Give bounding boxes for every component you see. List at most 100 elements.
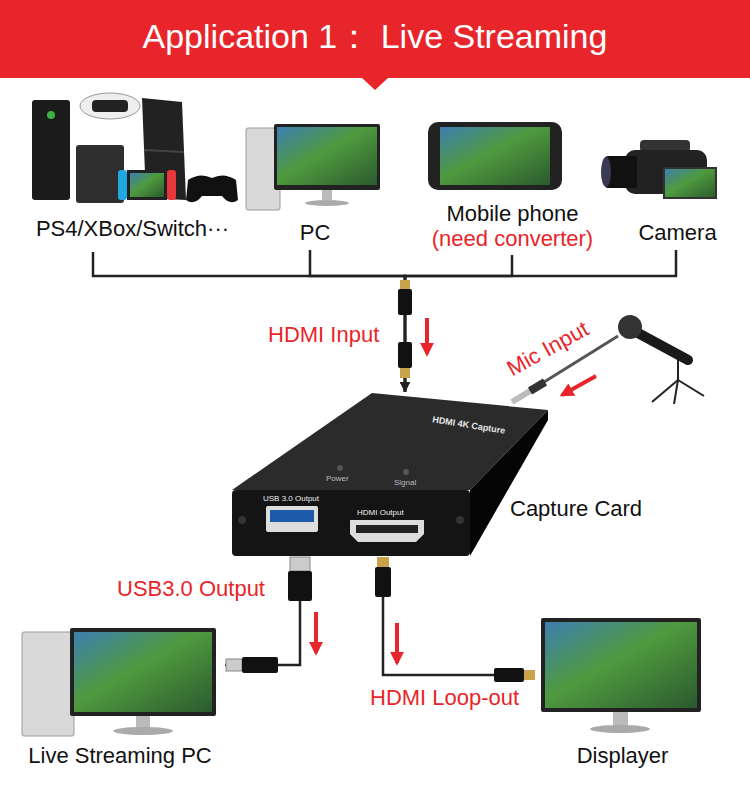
usb-plug — [226, 557, 312, 673]
device-node: PC — [245, 115, 385, 250]
console-group — [32, 93, 238, 203]
pc-illustration — [305, 200, 349, 206]
microphone — [618, 315, 642, 339]
device-node: Camera — [620, 130, 735, 250]
cable-connector — [405, 250, 676, 392]
console-group — [118, 170, 127, 200]
device-label: Camera — [638, 220, 716, 245]
device-label: PS4/XBox/Switch··· — [36, 216, 229, 241]
pc-illustration — [322, 190, 332, 200]
device-node: PS4/XBox/Switch··· — [20, 92, 245, 252]
pc-illustration — [246, 124, 380, 210]
streaming-pc-illustration — [70, 628, 216, 716]
port-label: Mic Input — [502, 316, 592, 381]
edge-label: HDMI Loop-out — [370, 685, 519, 710]
phone-illustration — [428, 122, 562, 190]
console-group — [130, 173, 164, 197]
port-label: HDMI Input — [268, 322, 379, 347]
console-group — [167, 170, 176, 200]
capture-card-device — [456, 516, 464, 524]
device-label: Displayer — [577, 743, 669, 768]
capture-card-device — [238, 516, 246, 524]
device-label: Mobile phone — [446, 201, 578, 226]
title-bar — [362, 78, 388, 90]
title-bar — [0, 0, 750, 78]
port-print: HDMI Output — [357, 508, 404, 517]
hdmi-plug — [400, 368, 410, 378]
hdmi-plug — [398, 342, 412, 368]
capture-card-device — [350, 520, 424, 542]
pc-illustration — [274, 124, 380, 190]
camera-illustration — [601, 140, 716, 198]
hdmi-plug — [494, 668, 524, 682]
capture-card-device — [266, 506, 318, 532]
capture-card-device — [403, 469, 409, 475]
port-print: USB 3.0 Output — [263, 494, 319, 503]
monitor-illustration — [613, 712, 628, 726]
hdmi-plug — [400, 280, 410, 289]
cable-connector — [93, 252, 405, 392]
device-label: Capture Card — [510, 496, 642, 521]
capture-card-device — [270, 510, 314, 522]
led-label: Signal — [394, 478, 416, 487]
monitor-illustration — [541, 618, 701, 733]
device-node: Mobile phone(need converter) — [405, 115, 620, 255]
phone-illustration — [428, 122, 562, 190]
device-node: Displayer — [535, 615, 710, 780]
monitor-illustration — [590, 725, 650, 733]
hdmi-plug — [398, 280, 412, 378]
device-node: Live Streaming PC — [15, 620, 225, 780]
device-label: (need converter) — [432, 226, 593, 251]
monitor-illustration — [541, 618, 701, 712]
usb-plug — [242, 657, 278, 673]
usb-plug — [290, 557, 310, 571]
direction-arrow — [562, 376, 596, 395]
console-group — [32, 100, 70, 200]
usb-plug — [226, 659, 242, 671]
direction-arrow — [314, 612, 318, 653]
camera-illustration — [664, 168, 716, 198]
camera-illustration — [601, 157, 611, 187]
capture-card-device — [337, 465, 343, 471]
device-label: Live Streaming PC — [28, 743, 211, 768]
console-group — [127, 170, 167, 200]
microphone — [638, 333, 688, 360]
direction-arrow — [425, 318, 429, 354]
cable-connector — [310, 250, 405, 392]
streaming-pc-illustration — [74, 632, 212, 712]
capture-card-device — [232, 393, 548, 556]
hdmi-plug — [375, 557, 535, 682]
edge-label: USB3.0 Output — [117, 576, 265, 601]
cable-connector — [383, 557, 535, 675]
console-group — [92, 100, 128, 112]
streaming-pc-illustration — [22, 628, 216, 736]
console-group — [47, 111, 55, 119]
device-label: PC — [300, 220, 331, 245]
phone-illustration — [440, 127, 550, 185]
pc-illustration — [277, 127, 377, 185]
capture-card-device — [356, 525, 418, 533]
microphone — [674, 380, 678, 404]
streaming-pc-illustration — [136, 716, 150, 728]
capture-card-device — [232, 490, 470, 556]
streaming-pc-illustration — [113, 727, 173, 735]
console-group — [76, 145, 124, 203]
microphone — [512, 391, 530, 402]
hdmi-plug — [375, 567, 391, 597]
hdmi-plug — [398, 289, 412, 315]
title-text: Application 1： Live Streaming — [0, 17, 750, 56]
microphone — [677, 360, 679, 380]
monitor-illustration — [545, 622, 697, 708]
title-bar — [0, 0, 750, 90]
hdmi-plug — [524, 670, 535, 680]
console-group — [80, 93, 140, 119]
direction-arrow — [316, 318, 596, 663]
streaming-pc-illustration — [22, 632, 74, 736]
hdmi-plug — [377, 557, 389, 567]
direction-arrow — [395, 623, 399, 663]
console-group — [186, 175, 238, 202]
usb-plug — [288, 571, 312, 601]
led-label: Power — [326, 474, 349, 483]
microphone — [678, 380, 704, 396]
